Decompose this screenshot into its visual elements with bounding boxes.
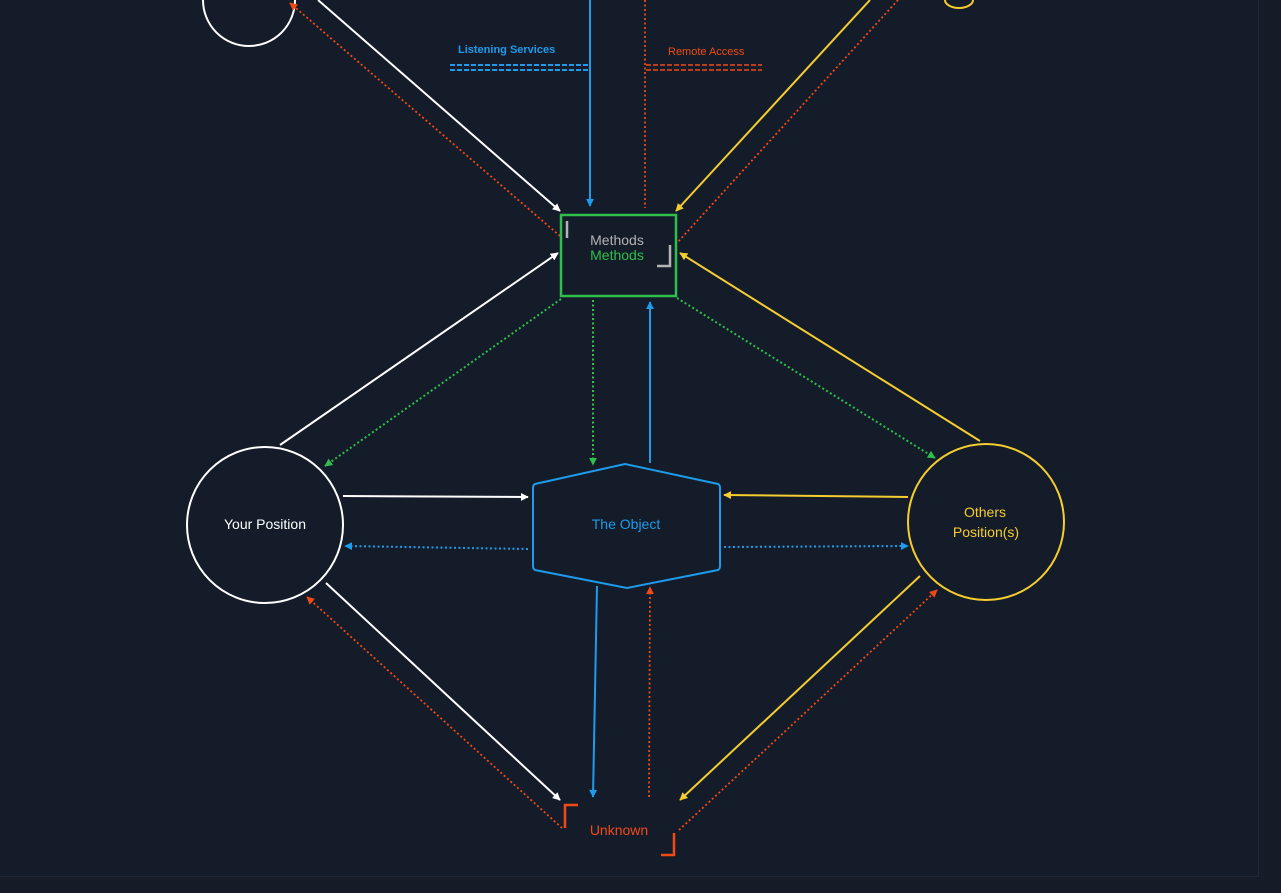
methods-label-green: Methods xyxy=(590,247,644,263)
edge-unknown-to-object xyxy=(645,586,654,798)
others-position-node: Others Position(s) xyxy=(907,443,1065,601)
others-position-circle xyxy=(907,443,1065,601)
edge-object-to-unknown xyxy=(589,585,598,798)
edge-unknown-to-others xyxy=(678,589,938,831)
unknown-node: Unknown xyxy=(563,803,676,857)
top-right-node-partial xyxy=(944,0,974,9)
edge-methods-to-yourpos xyxy=(324,298,562,467)
diagram-svg: Listening Services Remote Access Methods… xyxy=(186,0,1065,857)
object-label: The Object xyxy=(592,516,661,532)
edge-unknown-to-yourpos xyxy=(306,596,563,829)
edge-others-to-object xyxy=(723,491,909,500)
object-node: The Object xyxy=(532,462,721,590)
methods-corner-bottom-right xyxy=(657,245,672,268)
edge-object-to-yourpos xyxy=(344,542,529,551)
legend-listening-label: Listening Services xyxy=(458,44,555,56)
others-label-line2: Position(s) xyxy=(953,524,1019,540)
diagram-canvas: Listening Services Remote Access Methods… xyxy=(0,0,1259,877)
edge-topright-methods-remote xyxy=(676,0,899,244)
unknown-label: Unknown xyxy=(590,822,648,838)
others-label-line1: Others xyxy=(964,504,1006,520)
edge-methods-to-topleft-remote xyxy=(289,2,561,237)
your-position-circle xyxy=(186,446,344,604)
edge-object-to-others xyxy=(723,542,909,551)
unknown-corner-bottom-right xyxy=(661,833,676,857)
methods-node: Methods Methods xyxy=(559,213,678,298)
legend-remote-label: Remote Access xyxy=(668,46,745,58)
edge-yourpos-to-object xyxy=(342,492,529,501)
edge-methods-to-others xyxy=(676,297,936,459)
object-shape xyxy=(532,462,721,590)
unknown-corner-top-left xyxy=(563,803,578,828)
methods-label-gray: Methods xyxy=(590,232,644,248)
your-position-node: Your Position xyxy=(186,446,344,604)
edge-topright-to-methods xyxy=(675,0,871,212)
edge-yourpos-to-unknown xyxy=(325,582,561,801)
top-left-node-partial xyxy=(202,0,296,47)
edge-yourpos-to-methods xyxy=(279,252,559,446)
edge-topleft-to-methods xyxy=(317,0,561,212)
your-position-label: Your Position xyxy=(224,516,306,532)
methods-box xyxy=(559,213,678,298)
edge-others-to-unknown xyxy=(679,575,921,801)
edge-others-to-methods xyxy=(679,252,981,442)
